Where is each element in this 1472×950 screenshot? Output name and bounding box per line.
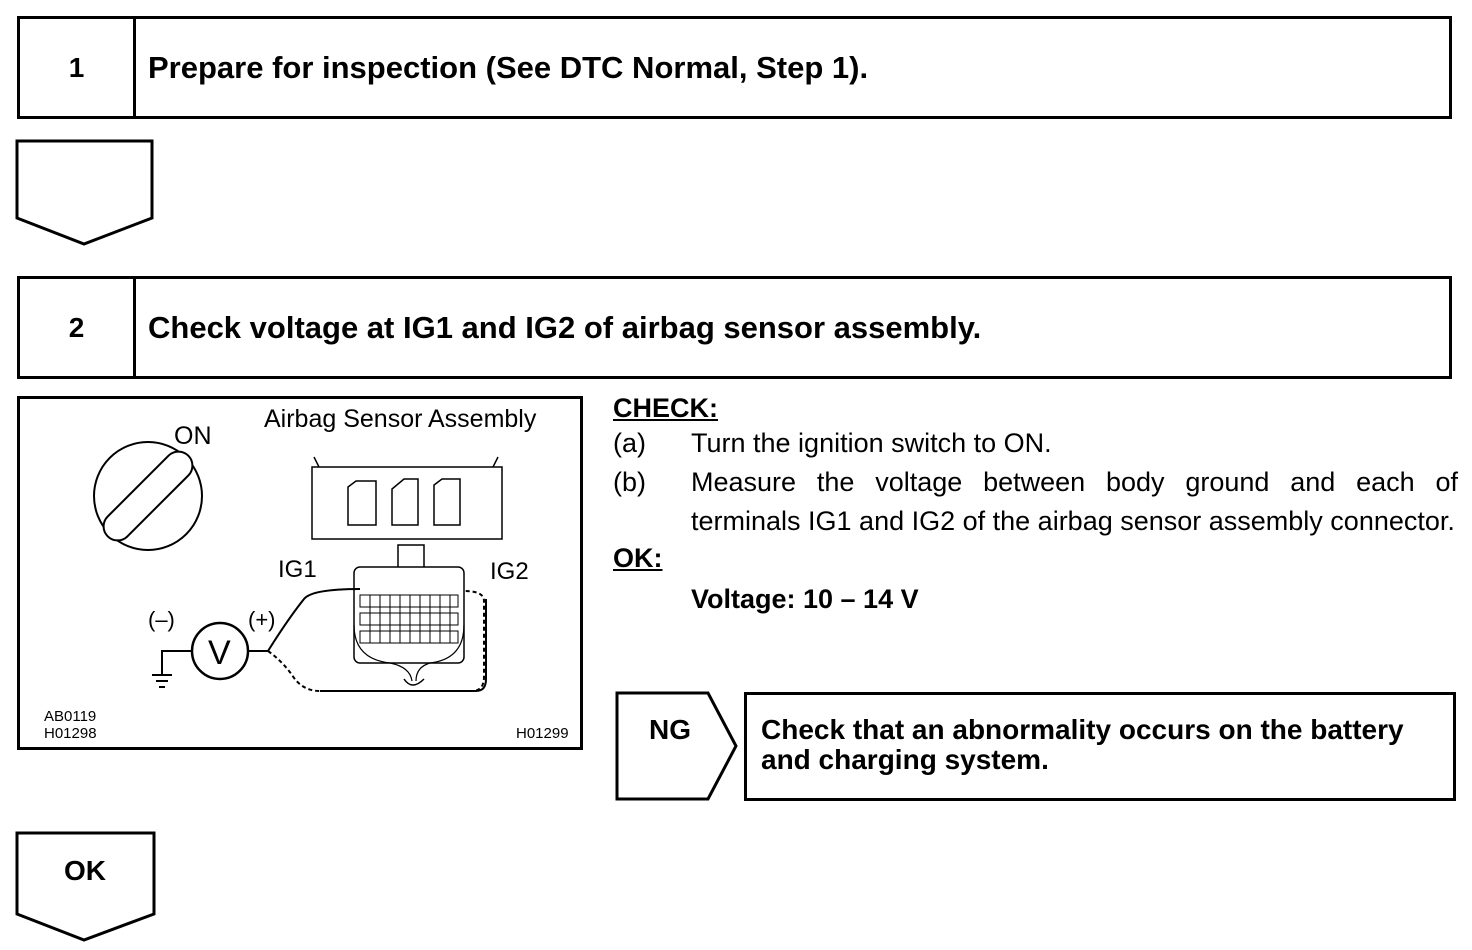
check-item-b: (b) Measure the voltage between body gro… [613, 463, 1458, 541]
step-1-number: 1 [20, 19, 136, 116]
ok-label: OK [64, 855, 106, 886]
check-item-label: (b) [613, 467, 646, 497]
check-item-text: Turn the ignition switch to ON. [691, 428, 1052, 458]
voltage-spec: Voltage: 10 – 14 V [691, 584, 919, 614]
figure-code-3: H01299 [516, 725, 569, 742]
ig2-label: IG2 [490, 558, 529, 585]
figure-code-1: AB0119 [44, 708, 96, 725]
check-section: CHECK: (a) Turn the ignition switch to O… [613, 393, 1458, 619]
key-slot-icon [102, 450, 194, 542]
step-2-title: Check voltage at IG1 and IG2 of airbag s… [148, 309, 982, 345]
down-arrow-1 [15, 139, 154, 246]
minus-label: (–) [148, 607, 175, 632]
step-2-number: 2 [20, 279, 136, 376]
ok-arrow [15, 831, 156, 942]
figure-code-2: H01298 [44, 725, 97, 742]
sensor-label: Airbag Sensor Assembly [264, 405, 537, 433]
check-item-label: (a) [613, 428, 646, 458]
check-item-a: (a) Turn the ignition switch to ON. [613, 424, 1458, 463]
step-1-title: Prepare for inspection (See DTC Normal, … [148, 49, 869, 85]
switch-label: ON [174, 422, 212, 450]
check-heading: CHECK: [613, 393, 718, 423]
ground-icon [152, 674, 172, 688]
ng-result-box: Check that an abnormality occurs on the … [744, 692, 1456, 801]
voltmeter-symbol: V [208, 634, 231, 672]
wiring-figure: ON Airbag Sensor Assembly IG1 IG2 V [17, 396, 583, 750]
ig1-label: IG1 [278, 556, 317, 583]
ng-label: NG [649, 714, 691, 745]
plus-label: (+) [248, 607, 276, 632]
step-2-box: 2 Check voltage at IG1 and IG2 of airbag… [17, 276, 1452, 379]
ng-arrow [615, 691, 738, 801]
step-1-box: 1 Prepare for inspection (See DTC Normal… [17, 16, 1452, 119]
ok-heading: OK: [613, 543, 663, 573]
check-item-text: Measure the voltage between body ground … [691, 467, 1458, 536]
wiring-diagram: ON Airbag Sensor Assembly IG1 IG2 V [44, 405, 569, 742]
